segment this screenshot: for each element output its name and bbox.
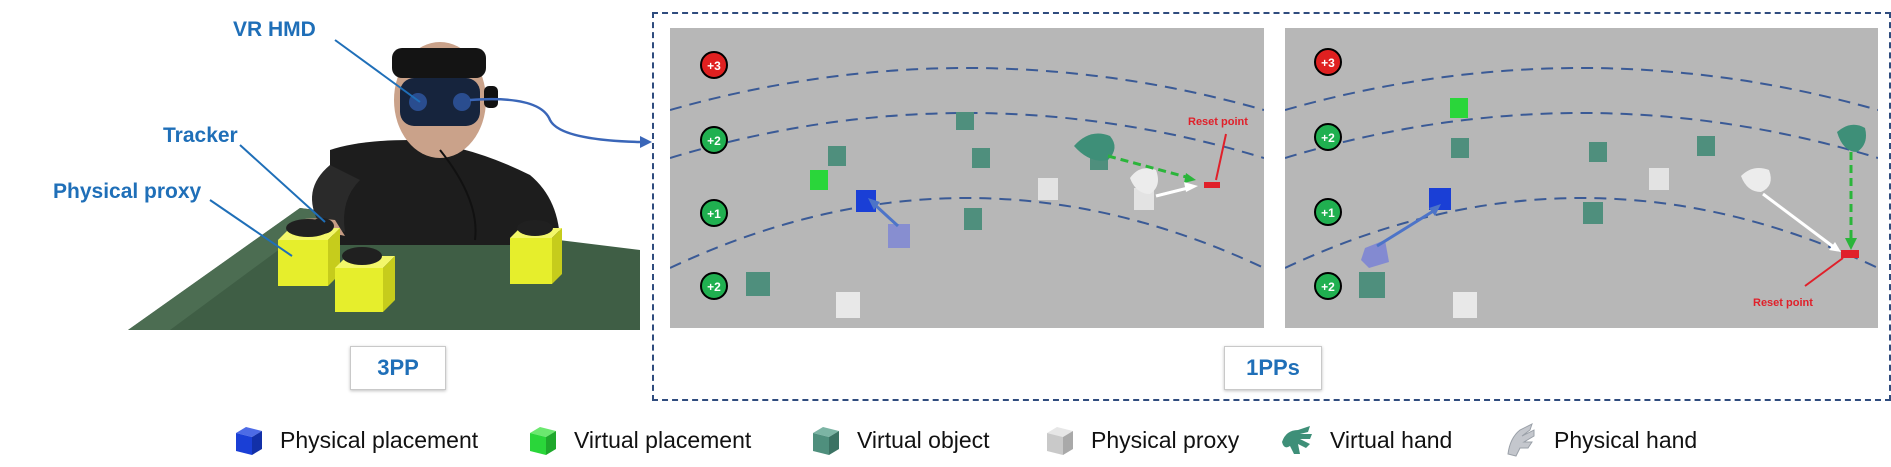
- virtual-hand-icon: [1282, 426, 1312, 454]
- svg-text:+1: +1: [1321, 206, 1335, 220]
- panel-2-scene: +3 +2 +1 +2 Reset point: [1285, 48, 1878, 318]
- virtual-object: [1359, 272, 1385, 298]
- first-person-panel-1: +3 +2 +1 +2 R: [670, 28, 1264, 328]
- proxy-box-1: [278, 240, 328, 286]
- physical-proxy: [1453, 292, 1477, 318]
- score-badge-4: +2: [1314, 272, 1342, 300]
- virtual-object: [1589, 142, 1607, 162]
- first-person-frame: [652, 12, 1891, 401]
- score-badge-3: +1: [700, 199, 728, 227]
- virtual-hand: [1837, 124, 1866, 152]
- physical-hand-icon: [1507, 423, 1535, 457]
- score-badge-4: +2: [700, 272, 728, 300]
- svg-text:+2: +2: [707, 280, 721, 294]
- virtual-object: [956, 112, 974, 130]
- first-person-badge: 1PPs: [1224, 346, 1322, 390]
- svg-text:+3: +3: [1321, 56, 1335, 70]
- virtual-placement: [1450, 98, 1468, 118]
- third-person-scene: [128, 39, 652, 330]
- legend-label: Virtual object: [857, 426, 990, 453]
- physical-proxy: [1038, 178, 1058, 200]
- physical-hand: [1130, 168, 1158, 194]
- virtual-placement: [810, 170, 828, 190]
- gray-cube-icon: [1047, 427, 1073, 455]
- legend-virtual-placement: Virtual placement: [526, 418, 751, 462]
- virtual-object: [1451, 138, 1469, 158]
- physical-proxy: [836, 292, 860, 318]
- legend-physical-hand: Physical hand: [1500, 418, 1697, 462]
- blue-cube-icon: [236, 427, 262, 455]
- reset-point: [1841, 250, 1859, 258]
- person: [330, 140, 560, 245]
- svg-text:+1: +1: [707, 207, 721, 221]
- score-badge-3: +1: [1314, 198, 1342, 226]
- svg-text:+2: +2: [1321, 131, 1335, 145]
- panel-1-scene: +3 +2 +1 +2 R: [670, 51, 1264, 318]
- virtual-object: [1697, 136, 1715, 156]
- physical-placement-ghost: [1361, 240, 1389, 268]
- third-person-badge: 3PP: [350, 346, 446, 390]
- legend-label: Physical hand: [1554, 426, 1698, 453]
- proxy-box-2: [335, 268, 383, 312]
- virtual-object: [964, 208, 982, 230]
- reset-point-label: Reset point: [1753, 297, 1813, 309]
- reset-point-label: Reset point: [1188, 116, 1248, 128]
- reset-point: [1204, 182, 1220, 188]
- proxy-box-3: [510, 238, 552, 284]
- legend-label: Physical placement: [280, 426, 479, 453]
- tracker-label: Tracker: [163, 124, 238, 147]
- virtual-object: [746, 272, 770, 296]
- physical-placement-ghost: [888, 224, 910, 248]
- physical-placement: [856, 190, 876, 212]
- vr-hmd-device: [400, 78, 480, 126]
- virtual-hand: [1074, 133, 1115, 161]
- physical-proxy: [1649, 168, 1669, 190]
- green-cube-icon: [530, 427, 556, 455]
- legend-label: Physical proxy: [1091, 426, 1240, 453]
- legend-label: Virtual hand: [1330, 426, 1453, 453]
- score-badge-2: +2: [1314, 123, 1342, 151]
- score-badge-1: +3: [700, 51, 728, 79]
- virtual-object: [828, 146, 846, 166]
- physical-proxy-label: Physical proxy: [53, 180, 202, 203]
- legend-virtual-object: Virtual object: [809, 418, 990, 462]
- svg-text:+3: +3: [707, 59, 721, 73]
- legend-physical-proxy: Physical proxy: [1043, 418, 1239, 462]
- legend-label: Virtual placement: [574, 426, 752, 453]
- vr-hmd-label: VR HMD: [233, 18, 316, 41]
- legend-physical-placement: Physical placement: [232, 418, 478, 462]
- first-person-panel-2: +3 +2 +1 +2 Reset point: [1285, 28, 1878, 328]
- physical-hand: [1741, 168, 1771, 192]
- physical-placement: [1429, 188, 1451, 210]
- legend-virtual-hand: Virtual hand: [1276, 418, 1452, 462]
- virtual-object: [972, 148, 990, 168]
- score-badge-1: +3: [1314, 48, 1342, 76]
- virtual-object: [1583, 202, 1603, 224]
- svg-text:+2: +2: [1321, 280, 1335, 294]
- teal-cube-icon: [813, 427, 839, 455]
- svg-text:+2: +2: [707, 134, 721, 148]
- score-badge-2: +2: [700, 126, 728, 154]
